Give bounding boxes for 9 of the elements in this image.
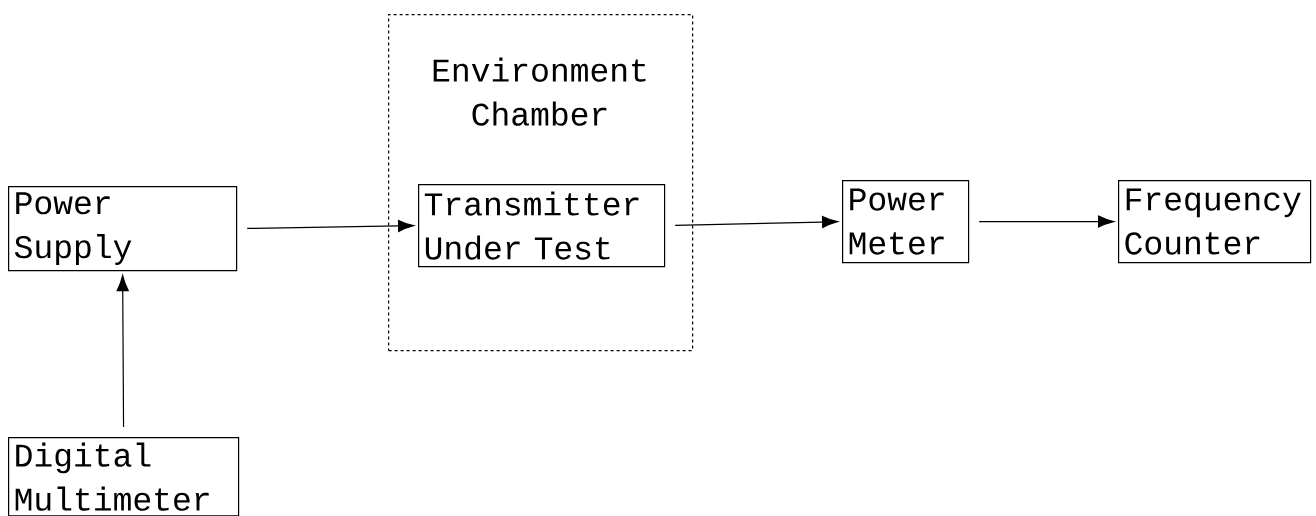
arrow <box>246 219 415 232</box>
device-box: Digital Multimeter <box>8 437 240 516</box>
device-box: Power Supply <box>8 186 238 272</box>
arrow <box>674 215 839 229</box>
device-box: Frequency Counter <box>1118 180 1312 264</box>
device-box: Transmitter Under Test <box>418 184 666 268</box>
device-box: Power Meter <box>842 180 970 264</box>
arrow <box>116 275 129 428</box>
arrow <box>978 215 1115 228</box>
